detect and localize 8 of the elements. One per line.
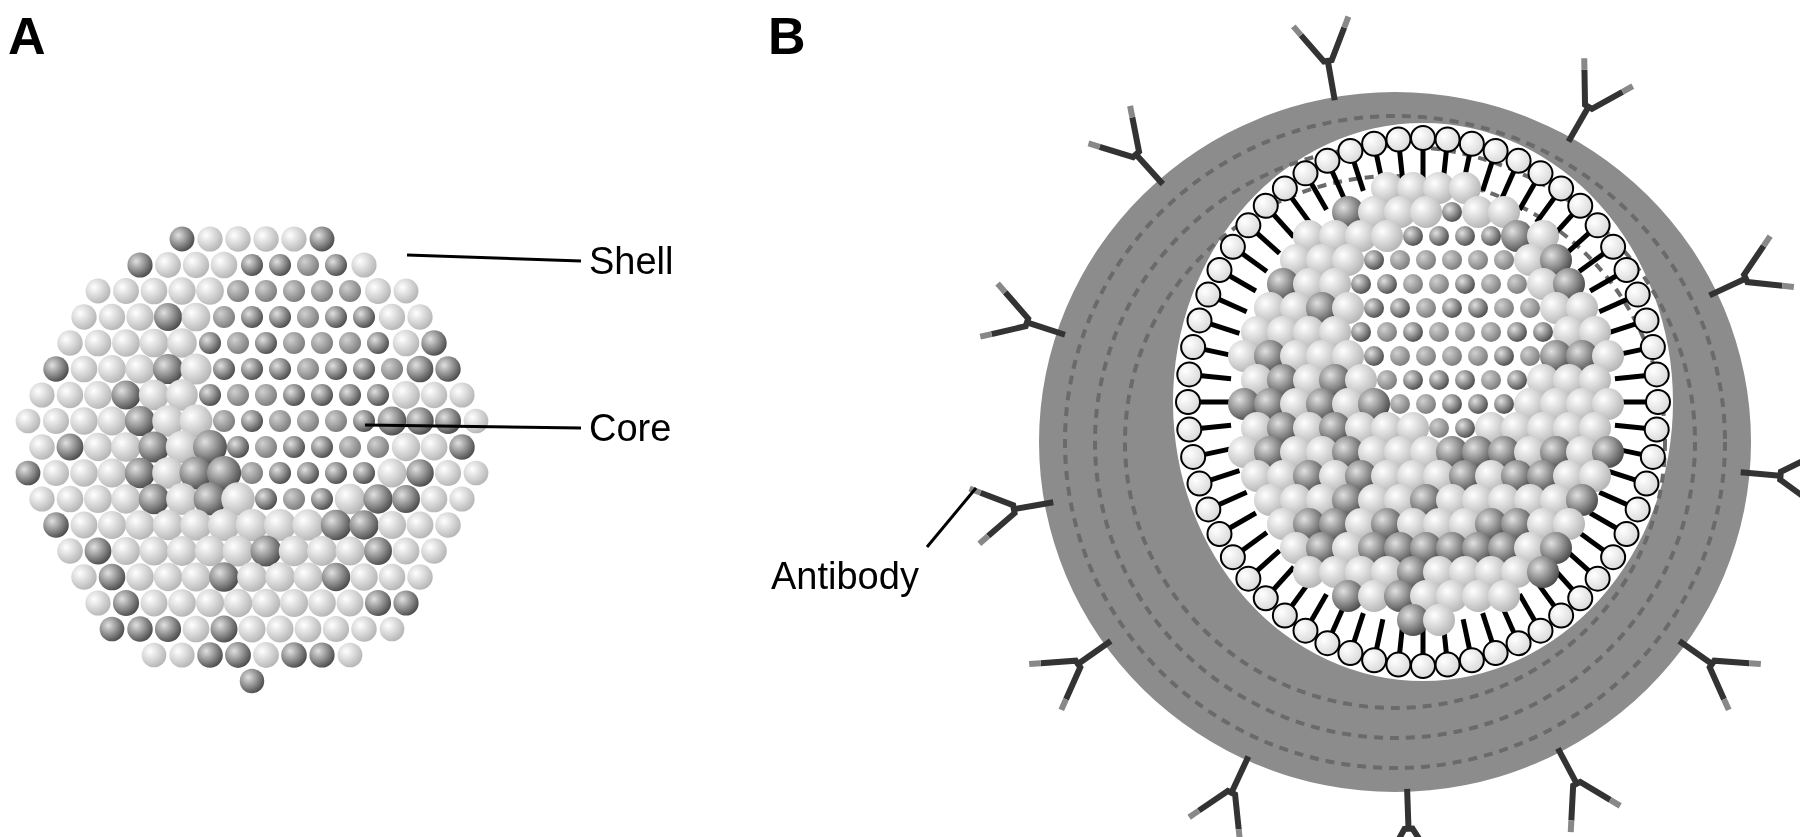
- leader-line: [925, 487, 978, 548]
- leader-line: [364, 423, 582, 430]
- panel-label: B: [768, 10, 806, 62]
- part-label: Shell: [589, 242, 674, 280]
- part-label: Antibody: [771, 557, 919, 595]
- part-label: Core: [589, 409, 672, 447]
- leader-line: [406, 253, 582, 263]
- panel-label: A: [8, 10, 46, 62]
